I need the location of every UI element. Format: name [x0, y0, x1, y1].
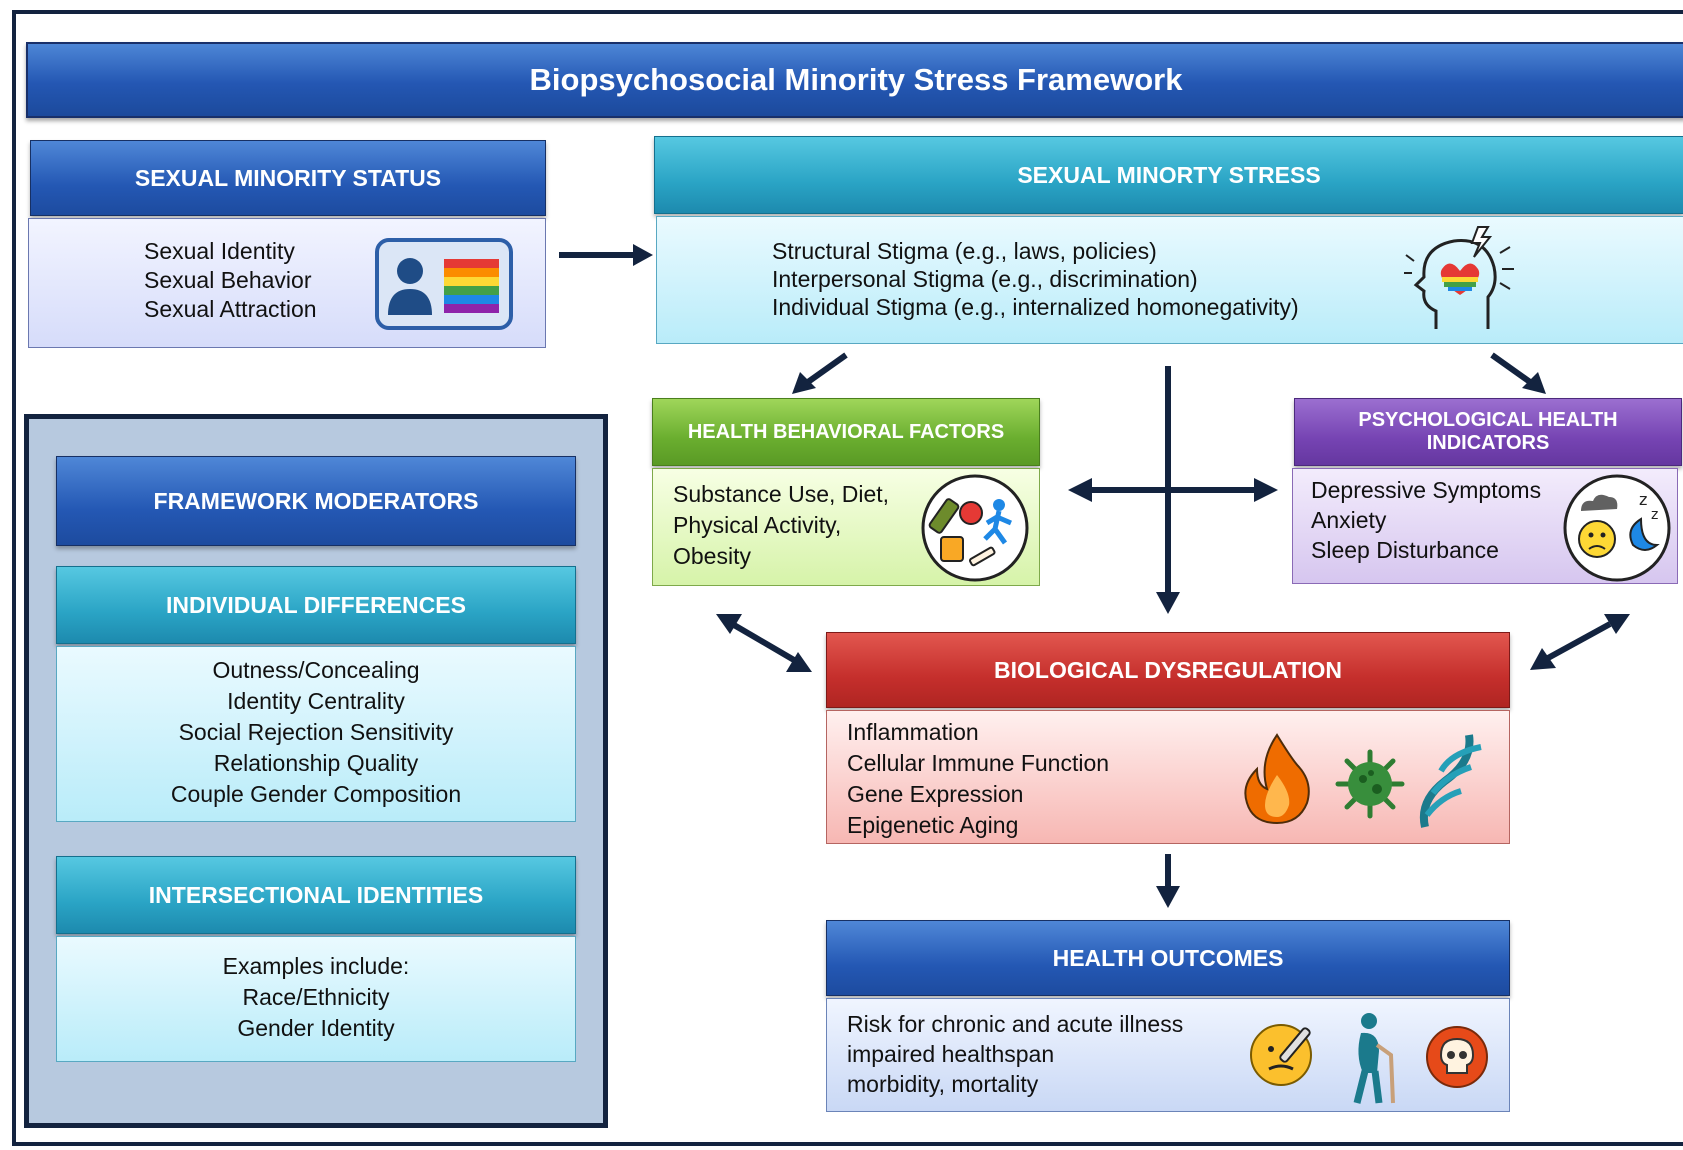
- sick-face-icon: [1250, 1024, 1312, 1086]
- outcomes-item: morbidity, mortality: [847, 1071, 1039, 1097]
- biological-box: Inflammation Cellular Immune Function Ge…: [826, 710, 1510, 844]
- status-box: Sexual Identity Sexual Behavior Sexual A…: [28, 218, 546, 348]
- moderators-header: FRAMEWORK MODERATORS: [56, 456, 576, 546]
- outcomes-header: HEALTH OUTCOMES: [826, 920, 1510, 996]
- intersectional-identities-item: Examples include:: [222, 953, 410, 979]
- svg-text:z: z: [1639, 490, 1647, 509]
- stress-box: Structural Stigma (e.g., laws, policies)…: [656, 216, 1683, 344]
- individual-differences-list: Outness/Concealing Identity Centrality S…: [57, 655, 575, 810]
- page-title: Biopsychosocial Minority Stress Framewor…: [26, 42, 1683, 118]
- individual-differences-item: Outness/Concealing: [212, 657, 420, 683]
- psychological-header: PSYCHOLOGICAL HEALTH INDICATORS: [1294, 398, 1682, 466]
- dna-icon: [1420, 734, 1482, 828]
- psychological-header-line: INDICATORS: [1426, 432, 1550, 454]
- biological-item: Inflammation: [847, 719, 979, 745]
- behavioral-list: Substance Use, Diet, Physical Activity, …: [673, 479, 889, 572]
- status-item: Sexual Behavior: [144, 267, 312, 293]
- stress-list: Structural Stigma (e.g., laws, policies)…: [772, 237, 1299, 321]
- stress-item: Structural Stigma (e.g., laws, policies): [772, 238, 1157, 264]
- psychological-header-line: PSYCHOLOGICAL HEALTH: [1358, 409, 1618, 431]
- biological-header: BIOLOGICAL DYSREGULATION: [826, 632, 1510, 708]
- status-list: Sexual Identity Sexual Behavior Sexual A…: [144, 237, 317, 324]
- psychological-box: Depressive Symptoms Anxiety Sleep Distur…: [1292, 468, 1678, 584]
- intersectional-identities-item: Gender Identity: [237, 1015, 395, 1041]
- behavioral-item: Physical Activity,: [673, 512, 842, 538]
- intersectional-identities-list: Examples include: Race/Ethnicity Gender …: [57, 951, 575, 1044]
- behavioral-header: HEALTH BEHAVIORAL FACTORS: [652, 398, 1040, 466]
- behavioral-box: Substance Use, Diet, Physical Activity, …: [652, 468, 1040, 586]
- intersectional-identities-header: INTERSECTIONAL IDENTITIES: [56, 856, 576, 934]
- virus-icon: [1335, 749, 1405, 819]
- outcomes-item: Risk for chronic and acute illness: [847, 1011, 1184, 1037]
- healthy-habits-icon: [921, 474, 1029, 582]
- svg-text:z: z: [1651, 507, 1658, 523]
- id-card-icon: [375, 238, 513, 330]
- status-item: Sexual Identity: [144, 238, 295, 264]
- psychological-list: Depressive Symptoms Anxiety Sleep Distur…: [1311, 475, 1541, 565]
- outcomes-item: impaired healthspan: [847, 1041, 1055, 1067]
- behavioral-item: Substance Use, Diet,: [673, 481, 890, 507]
- intersectional-identities-box: Examples include: Race/Ethnicity Gender …: [56, 936, 576, 1062]
- status-item: Sexual Attraction: [144, 296, 317, 322]
- biological-list: Inflammation Cellular Immune Function Ge…: [847, 717, 1109, 841]
- individual-differences-item: Relationship Quality: [213, 750, 419, 776]
- individual-differences-item: Identity Centrality: [227, 688, 405, 714]
- individual-differences-item: Couple Gender Composition: [170, 781, 462, 807]
- psychological-item: Depressive Symptoms: [1311, 477, 1542, 503]
- stress-item: Individual Stigma (e.g., internalized ho…: [772, 294, 1299, 320]
- intersectional-identities-item: Race/Ethnicity: [242, 984, 390, 1010]
- outer-frame: [12, 10, 1683, 1146]
- biological-item: Epigenetic Aging: [847, 812, 1019, 838]
- biological-item: Gene Expression: [847, 781, 1024, 807]
- individual-differences-box: Outness/Concealing Identity Centrality S…: [56, 646, 576, 822]
- elderly-person-icon: [1353, 1013, 1395, 1104]
- sad-sleep-icon: z z: [1563, 474, 1671, 582]
- outcomes-box: Risk for chronic and acute illness impai…: [826, 998, 1510, 1112]
- head-heart-icon: [1404, 226, 1514, 329]
- psychological-item: Anxiety: [1311, 507, 1387, 533]
- psychological-item: Sleep Disturbance: [1311, 537, 1499, 563]
- individual-differences-header: INDIVIDUAL DIFFERENCES: [56, 566, 576, 644]
- arrow-status-to-stress: [559, 244, 653, 266]
- behavioral-item: Obesity: [673, 543, 751, 569]
- status-header: SEXUAL MINORITY STATUS: [30, 140, 546, 216]
- skull-icon: [1426, 1026, 1488, 1088]
- stress-item: Interpersonal Stigma (e.g., discriminati…: [772, 266, 1198, 292]
- individual-differences-item: Social Rejection Sensitivity: [178, 719, 454, 745]
- fire-icon: [1244, 733, 1310, 825]
- biological-item: Cellular Immune Function: [847, 750, 1110, 776]
- stress-header: SEXUAL MINORTY STRESS: [654, 136, 1683, 214]
- outcomes-list: Risk for chronic and acute illness impai…: [847, 1009, 1183, 1099]
